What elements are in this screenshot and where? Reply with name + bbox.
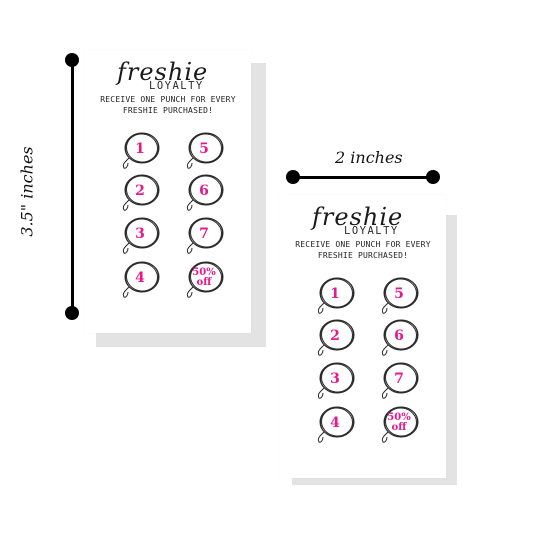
punch-number: 5: [394, 286, 404, 302]
lasso-circle-icon: [381, 362, 419, 399]
lasso-circle-icon: [317, 406, 355, 443]
punch-number: 2: [135, 183, 145, 199]
punch-number: 3: [330, 371, 340, 387]
punch-slot: 7: [181, 213, 227, 255]
punch-slot: 5: [181, 128, 227, 170]
lasso-circle-icon: [317, 362, 355, 399]
height-label: 3.5" inches: [17, 146, 37, 237]
punch-number: 7: [199, 226, 209, 242]
punch-slot: 2: [312, 315, 358, 357]
punch-number: 1: [330, 286, 340, 302]
punch-slot: 50% off: [376, 402, 422, 444]
punch-number: 3: [135, 226, 145, 242]
loyalty-card-2: freshie LOYALTY RECEIVE ONE PUNCH FOR EV…: [280, 195, 446, 478]
lasso-circle-icon: [186, 174, 224, 211]
loyalty-card-1: freshie LOYALTY RECEIVE ONE PUNCH FOR EV…: [85, 50, 251, 333]
lasso-circle-icon: [186, 261, 224, 298]
card-tagline: RECEIVE ONE PUNCH FOR EVERY FRESHIE PURC…: [100, 95, 236, 115]
punch-slot: 4: [312, 402, 358, 444]
punch-slot: 5: [376, 273, 422, 315]
punch-slot: 3: [117, 213, 163, 255]
height-bar: [71, 60, 74, 313]
punch-slot: 3: [312, 358, 358, 400]
punch-number: 7: [394, 371, 404, 387]
punch-number: 50% off: [192, 267, 216, 288]
lasso-circle-icon: [381, 277, 419, 314]
punch-number: 6: [394, 328, 404, 344]
punch-slot: 6: [181, 170, 227, 212]
punch-slot: 1: [117, 128, 163, 170]
lasso-circle-icon: [122, 217, 160, 254]
lasso-circle-icon: [381, 319, 419, 356]
lasso-circle-icon: [186, 217, 224, 254]
lasso-circle-icon: [122, 261, 160, 298]
width-right-dot: [426, 170, 440, 184]
punch-number: 2: [330, 328, 340, 344]
punch-slot: 6: [376, 315, 422, 357]
punch-slot: 4: [117, 257, 163, 299]
lasso-circle-icon: [186, 132, 224, 169]
lasso-circle-icon: [317, 319, 355, 356]
lasso-circle-icon: [317, 277, 355, 314]
punch-number: 4: [330, 415, 340, 431]
lasso-circle-icon: [381, 406, 419, 443]
brand-wordmark: freshie: [312, 203, 404, 231]
punch-number: 4: [135, 270, 145, 286]
lasso-circle-icon: [122, 174, 160, 211]
punch-number: 1: [135, 141, 145, 157]
card-tagline: RECEIVE ONE PUNCH FOR EVERY FRESHIE PURC…: [295, 240, 431, 260]
punch-slot: 50% off: [181, 257, 227, 299]
brand-wordmark: freshie: [117, 58, 209, 86]
width-label: 2 inches: [335, 148, 403, 167]
punch-number: 6: [199, 183, 209, 199]
width-bar: [293, 176, 433, 179]
lasso-circle-icon: [122, 132, 160, 169]
punch-slot: 7: [376, 358, 422, 400]
punch-number: 50% off: [387, 412, 411, 433]
brand-subtitle: LOYALTY: [344, 225, 399, 237]
height-bottom-dot: [65, 306, 79, 320]
punch-slot: 2: [117, 170, 163, 212]
brand-subtitle: LOYALTY: [149, 80, 204, 92]
punch-slot: 1: [312, 273, 358, 315]
punch-number: 5: [199, 141, 209, 157]
